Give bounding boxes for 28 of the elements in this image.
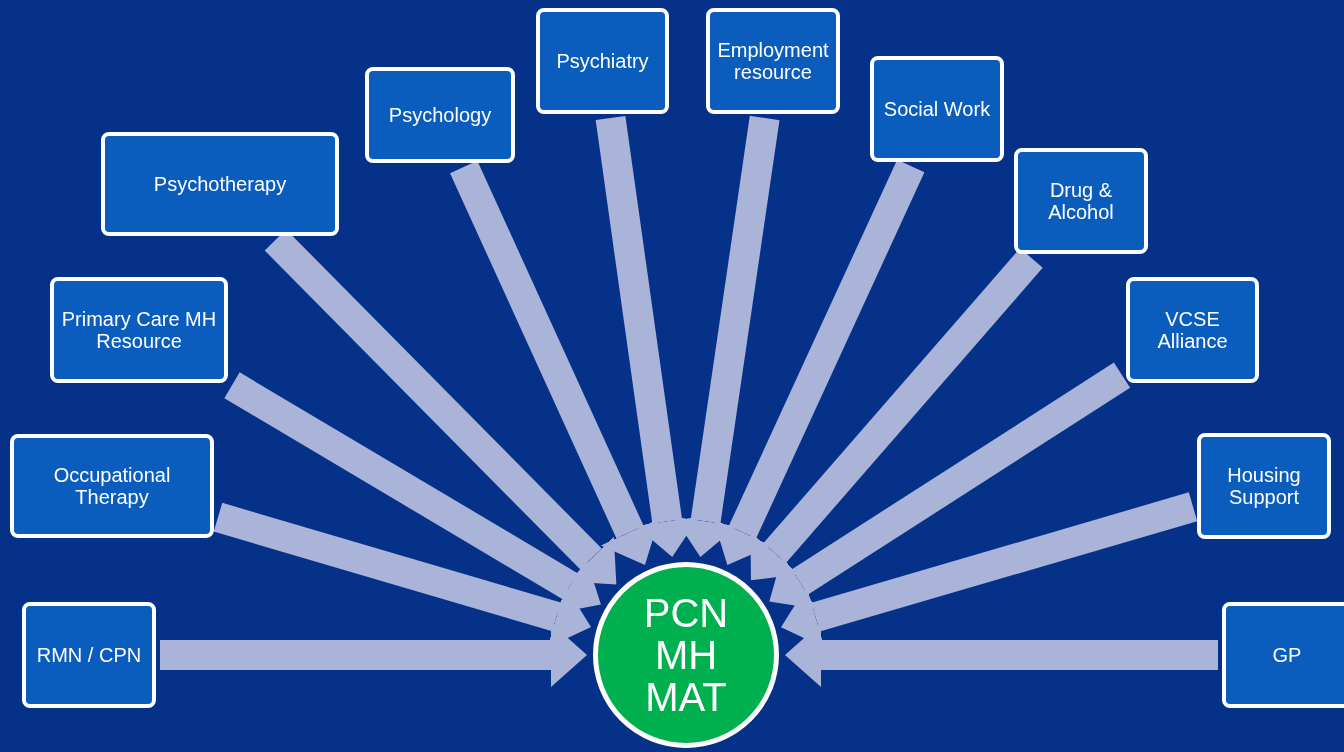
node-label: VCSE Alliance: [1156, 308, 1229, 352]
node-label: GP: [1272, 644, 1302, 666]
node-label: Housing Support: [1226, 464, 1302, 508]
node-label: Occupational Therapy: [52, 464, 172, 508]
service-box: [1197, 433, 1331, 539]
service-box: [1014, 148, 1148, 254]
service-box: [50, 277, 228, 383]
service-box: [22, 602, 156, 708]
service-box: [870, 56, 1004, 162]
service-box: [706, 8, 840, 114]
node-label: Psychiatry: [556, 50, 649, 72]
arrow: [224, 372, 601, 614]
service-box: [365, 67, 515, 163]
service-box: [101, 132, 339, 236]
node-label: Drug & Alcohol: [1047, 179, 1115, 223]
service-box: [1126, 277, 1259, 383]
node-label: Psychotherapy: [153, 173, 287, 195]
arrow: [713, 159, 925, 566]
service-box: [1222, 602, 1344, 708]
node-label: Primary Care MH Resource: [60, 308, 218, 352]
service-box: [536, 8, 669, 114]
arrow: [785, 623, 1218, 687]
node-label: RMN / CPN: [36, 644, 142, 666]
node-label: Psychology: [388, 104, 492, 126]
service-box: [10, 434, 214, 538]
node-label: Employment resource: [716, 39, 830, 83]
node-label: PCN MH MAT: [642, 592, 730, 718]
node-label: Social Work: [883, 98, 991, 120]
